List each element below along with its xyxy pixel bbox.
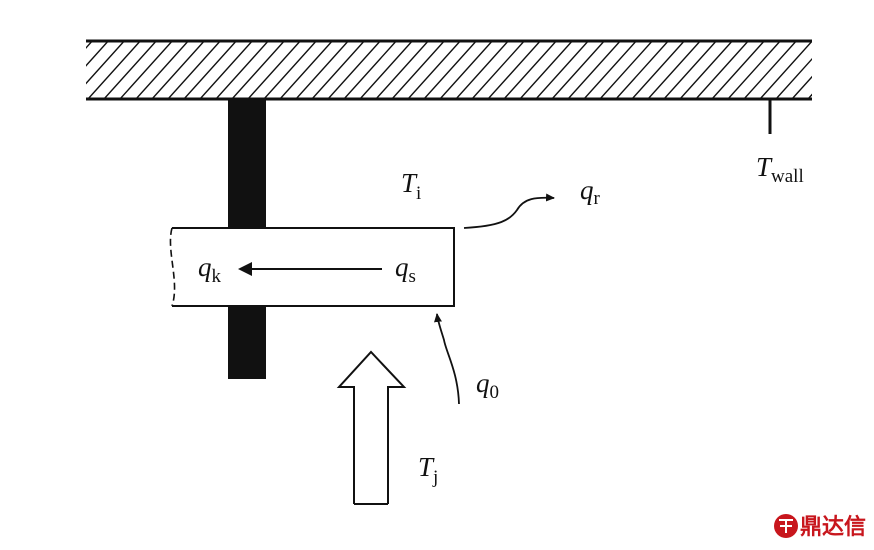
hatch-line [759, 41, 812, 99]
hatch-line [86, 41, 125, 85]
hatch-line [519, 41, 573, 99]
hatch-line [263, 41, 317, 99]
watermark-icon [774, 514, 798, 538]
hatch-line [775, 57, 812, 99]
hatch-line [503, 41, 557, 99]
conduction-arrow [238, 262, 382, 276]
surface-flux-label: qs [395, 252, 416, 287]
radiation-flux-label: qr [580, 175, 601, 209]
hatch-line [87, 41, 141, 99]
hatch-line [231, 41, 285, 99]
hatch-line [679, 41, 733, 99]
incident-flux-label: q0 [476, 368, 499, 403]
hatch-line [103, 41, 157, 99]
hatch-line [423, 41, 477, 99]
hatch-line [631, 41, 685, 99]
hatch-line [327, 41, 381, 99]
hatch-line [167, 41, 221, 99]
hatch-line [86, 41, 109, 67]
hatch-line [183, 41, 237, 99]
hatch-line [295, 41, 349, 99]
jet-temperature-label: Tj [418, 452, 438, 488]
hatch-line [471, 41, 525, 99]
hatch-line [567, 41, 621, 99]
hatch-line [615, 41, 669, 99]
hatch-line [743, 41, 797, 99]
hatch-line [407, 41, 461, 99]
incident-flux-arrow [434, 313, 460, 405]
hatch-line [599, 41, 653, 99]
radiation-arrow [463, 193, 555, 229]
hatch-line [663, 41, 717, 99]
hatch-line [86, 41, 93, 49]
hatch-line [199, 41, 253, 99]
hatch-line [455, 41, 509, 99]
hatch-line [439, 41, 493, 99]
hatch-line [247, 41, 301, 99]
hatch-line [551, 41, 605, 99]
jet-flow-arrow [336, 350, 407, 505]
hatch-line [695, 41, 749, 99]
hatch-line [647, 41, 701, 99]
inner-temperature-label: Ti [401, 168, 421, 204]
hatch-line [856, 41, 874, 99]
hatch-line [583, 41, 637, 99]
hatch-line [840, 41, 874, 99]
hatch-line [807, 93, 812, 99]
hatch-line [487, 41, 541, 99]
hatch-line [727, 41, 781, 99]
hatch-line [824, 41, 874, 99]
conduction-flux-label: qk [198, 252, 222, 287]
hatch-line [791, 75, 812, 99]
hatch-line [279, 41, 333, 99]
hatch-line [151, 41, 205, 99]
hatch-line [119, 41, 173, 99]
hatch-line [311, 41, 365, 99]
wall-temperature-label: Twall [756, 152, 804, 187]
hatch-line [711, 41, 765, 99]
hatch-line [359, 41, 413, 99]
watermark-logo: 鼎达信 [774, 514, 866, 540]
hatch-line [343, 41, 397, 99]
hatch-line [215, 41, 269, 99]
hatch-line [535, 41, 589, 99]
hatch-line [391, 41, 445, 99]
ceiling [86, 39, 874, 101]
watermark-text: 鼎达信 [800, 514, 866, 540]
plate [169, 227, 455, 307]
hatch-line [375, 41, 429, 99]
hatch-line [135, 41, 189, 99]
